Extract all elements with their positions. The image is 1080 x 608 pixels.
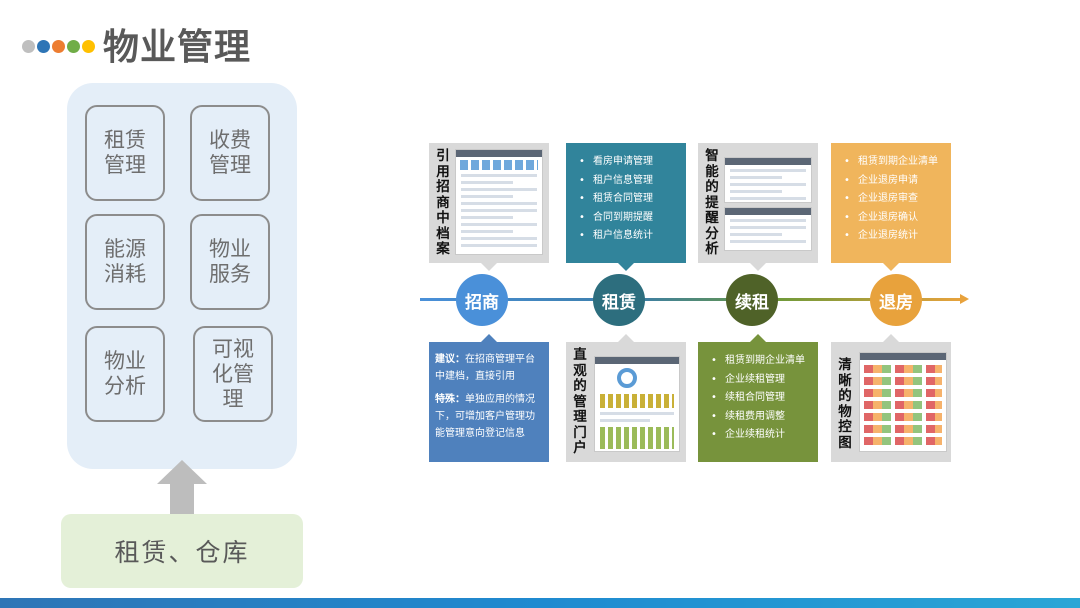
- card-xuzu-top: 智能的提醒分析: [698, 143, 818, 271]
- zulin-feature-list: 看房申请管理 租户信息管理 租赁合同管理 合同到期提醒 租户信息统计: [566, 143, 686, 246]
- card-pointer: [618, 334, 634, 342]
- list-item: 续租合同管理: [708, 389, 810, 408]
- list-item: 租赁到期企业清单: [708, 352, 810, 371]
- up-arrow-icon: [157, 460, 207, 484]
- list-item: 租赁到期企业清单: [841, 153, 943, 172]
- bottom-stripe: [0, 598, 1080, 608]
- base-label: 租赁、仓库: [61, 514, 303, 588]
- page-title: 物业管理: [103, 27, 252, 68]
- list-item: 租赁合同管理: [576, 190, 678, 209]
- list-item: 企业退房审查: [841, 190, 943, 209]
- card-pointer: [883, 263, 899, 271]
- list-item: 看房申请管理: [576, 153, 678, 172]
- list-item: 企业续租统计: [708, 426, 810, 445]
- card-zhaoshang-top: 引用招商中档案: [429, 143, 549, 271]
- card-pointer: [481, 263, 497, 271]
- list-item: 租户信息管理: [576, 172, 678, 191]
- card-pointer: [481, 334, 497, 342]
- timeline-line: [420, 298, 962, 301]
- dot-blue: [37, 40, 50, 53]
- xuzu-feature-list: 租赁到期企业清单 企业续租管理 续租合同管理 续租费用调整 企业续租统计: [698, 342, 818, 445]
- dot-orange: [52, 40, 65, 53]
- card-tuifang-top: 租赁到期企业清单 企业退房申请 企业退房审查 企业退房确认 企业退房统计: [831, 143, 951, 271]
- card-zhaoshang-bottom: 建议：在招商管理平台中建档，直接引用 特殊：单独应用的情况下，可增加客户管理功能…: [429, 334, 549, 462]
- timeline-node-zulin[interactable]: 租赁: [593, 274, 645, 326]
- card-zulin-bottom: 直观的管理门户: [566, 334, 686, 462]
- card-vertical-label: 清晰的物控图: [838, 357, 852, 451]
- list-item: 租户信息统计: [576, 227, 678, 246]
- screenshot-thumbnail: [455, 149, 543, 255]
- timeline-arrow-icon: [960, 294, 969, 304]
- card-vertical-label: 直观的管理门户: [573, 347, 587, 456]
- list-item: 合同到期提醒: [576, 209, 678, 228]
- module-panel: [67, 83, 297, 469]
- title-dots: [22, 40, 95, 53]
- tile-visual-management[interactable]: 可视 化管 理: [193, 326, 273, 422]
- list-item: 续租费用调整: [708, 408, 810, 427]
- dot-green: [67, 40, 80, 53]
- dot-gray: [22, 40, 35, 53]
- timeline-node-zhaoshang[interactable]: 招商: [456, 274, 508, 326]
- card-zulin-top: 看房申请管理 租户信息管理 租赁合同管理 合同到期提醒 租户信息统计: [566, 143, 686, 271]
- timeline-node-tuifang[interactable]: 退房: [870, 274, 922, 326]
- note-key: 建议：: [435, 354, 465, 365]
- note-key: 特殊：: [435, 394, 465, 405]
- card-xuzu-bottom: 租赁到期企业清单 企业续租管理 续租合同管理 续租费用调整 企业续租统计: [698, 334, 818, 462]
- tile-property-analysis[interactable]: 物业 分析: [85, 326, 165, 422]
- tuifang-feature-list: 租赁到期企业清单 企业退房申请 企业退房审查 企业退房确认 企业退房统计: [831, 143, 951, 246]
- tile-lease-management[interactable]: 租赁 管理: [85, 105, 165, 201]
- dot-yellow: [82, 40, 95, 53]
- card-vertical-label: 智能的提醒分析: [705, 148, 719, 257]
- note-text: 在招商管理平台中建档，直接引用: [435, 354, 535, 382]
- tile-property-service[interactable]: 物业 服务: [190, 214, 270, 310]
- list-item: 企业续租管理: [708, 371, 810, 390]
- card-tuifang-bottom: 清晰的物控图: [831, 334, 951, 462]
- tile-energy-consumption[interactable]: 能源 消耗: [85, 214, 165, 310]
- tile-fee-management[interactable]: 收费 管理: [190, 105, 270, 201]
- screenshot-thumbnail: [724, 157, 812, 203]
- list-item: 企业退房统计: [841, 227, 943, 246]
- card-pointer: [750, 334, 766, 342]
- list-item: 企业退房确认: [841, 209, 943, 228]
- card-pointer: [618, 263, 634, 271]
- timeline-node-xuzu[interactable]: 续租: [726, 274, 778, 326]
- list-item: 企业退房申请: [841, 172, 943, 191]
- screenshot-thumbnail: [594, 356, 680, 452]
- screenshot-thumbnail: [724, 207, 812, 251]
- card-pointer: [750, 263, 766, 271]
- note-text: 单独应用的情况下，可增加客户管理功能管理意向登记信息: [435, 394, 535, 439]
- zhaoshang-note: 建议：在招商管理平台中建档，直接引用 特殊：单独应用的情况下，可增加客户管理功能…: [429, 342, 549, 442]
- screenshot-thumbnail: [859, 352, 947, 452]
- card-vertical-label: 引用招商中档案: [436, 148, 450, 257]
- card-pointer: [883, 334, 899, 342]
